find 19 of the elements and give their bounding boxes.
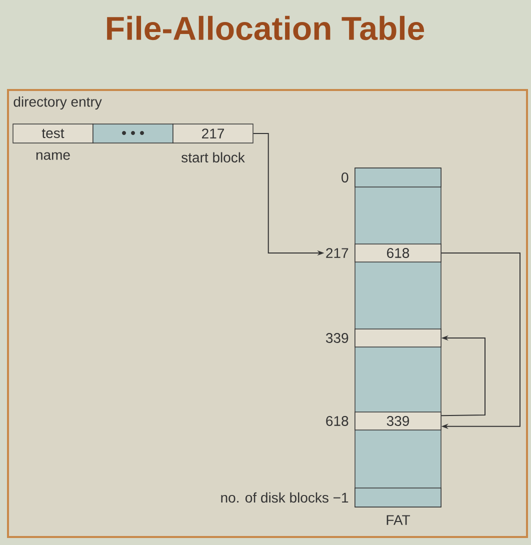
table-row: 618 [354,244,442,262]
cell: 217 [172,124,254,144]
node-label: 339 [326,333,348,343]
table-row: 339 [354,412,442,430]
node-label: start block [182,152,245,162]
table-row [354,168,442,188]
node-label: no. of disk blocks −1 [221,492,348,503]
ellipsis-cell [92,124,174,144]
arrow [440,252,520,430]
table-row [354,328,442,348]
cell: test [12,124,94,144]
table-row [354,488,442,508]
node-label: name [36,152,70,160]
node-label: 618 [326,416,348,426]
heading: directory entry [14,96,102,110]
node-label: 217 [326,248,348,258]
title: File-Allocation Table [107,16,424,40]
node-label: 0 [342,172,348,182]
node-label: FAT [386,515,410,525]
